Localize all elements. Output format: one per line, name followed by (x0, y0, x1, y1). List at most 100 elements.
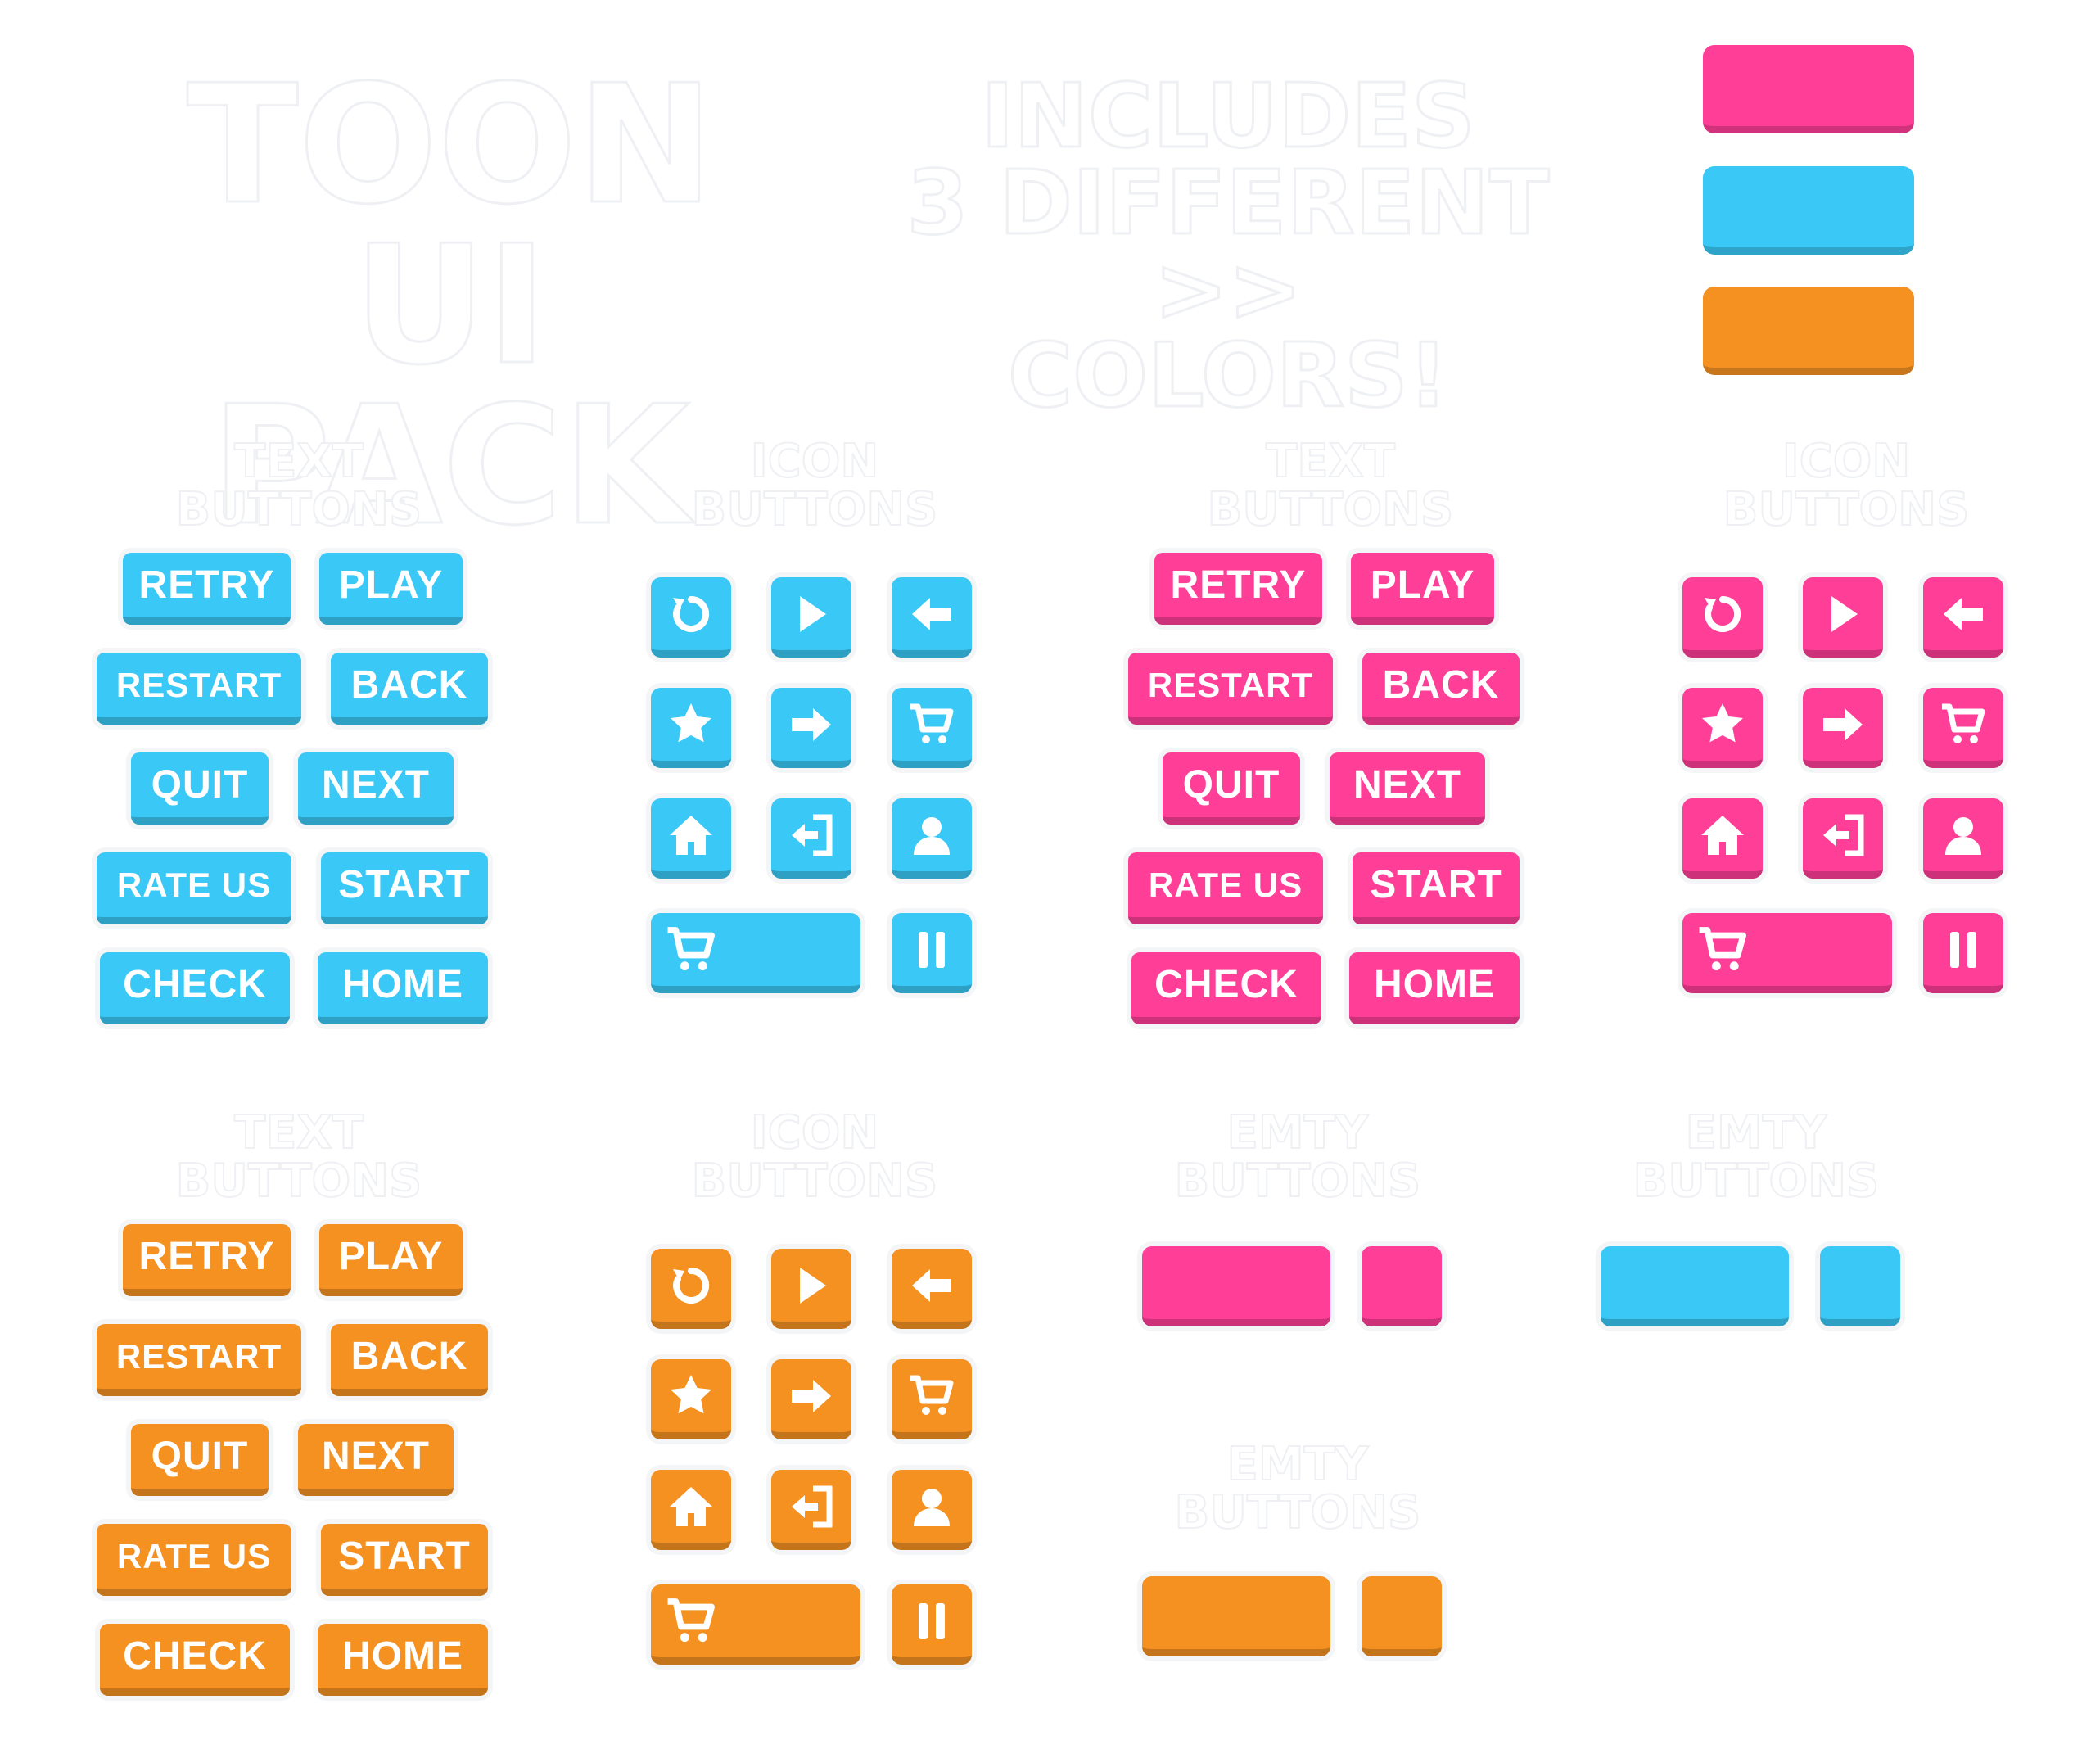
retry-button[interactable]: RETRY (1154, 553, 1322, 625)
empty-square-button-orange[interactable] (1362, 1576, 1442, 1656)
section-title-line: BUTTONS (1174, 1154, 1422, 1208)
retry-button[interactable]: RETRY (123, 553, 291, 625)
next-button[interactable]: NEXT (1330, 752, 1485, 825)
star-icon (671, 1374, 711, 1413)
section-title-line: BUTTONS (175, 1154, 423, 1208)
home-icon-button[interactable] (651, 798, 731, 879)
retry-icon-button[interactable] (651, 1249, 731, 1329)
play-button[interactable]: PLAY (1351, 553, 1494, 625)
section-title-line: BUTTONS (1723, 482, 1971, 536)
section-title-line: BUTTONS (691, 482, 939, 536)
empty-wide-button-pink[interactable] (1142, 1246, 1330, 1326)
pause-icon-button[interactable] (892, 1584, 972, 1665)
quit-button[interactable]: QUIT (1163, 752, 1300, 825)
empty-square-button-pink[interactable] (1362, 1246, 1442, 1326)
user-icon-button[interactable] (892, 1470, 972, 1550)
restart-button[interactable]: RESTART (97, 653, 301, 725)
start-button[interactable]: START (321, 852, 488, 924)
star-icon-button[interactable] (651, 1359, 731, 1439)
cart-icon-button[interactable] (892, 688, 972, 768)
cart-icon-button[interactable] (1923, 688, 2003, 768)
start-button[interactable]: START (1353, 852, 1520, 924)
home-icon (670, 1486, 712, 1526)
section-title-line: BUTTONS (1174, 1485, 1422, 1539)
retry-icon-button[interactable] (1682, 577, 1763, 658)
back-button[interactable]: BACK (331, 1324, 488, 1396)
restart-button[interactable]: RESTART (1128, 653, 1333, 725)
back-button[interactable]: BACK (331, 653, 488, 725)
user-icon (1945, 816, 1981, 855)
shop-wide-button[interactable] (1682, 913, 1892, 993)
arrow-left-icon-button[interactable] (1923, 577, 2003, 658)
section-title-line: TEXT (233, 435, 364, 488)
exit-icon-button[interactable] (1803, 798, 1883, 879)
play-button[interactable]: PLAY (319, 553, 463, 625)
retry-icon (673, 595, 710, 632)
section-title-line: EMTY (1226, 1106, 1370, 1159)
home-button[interactable]: HOME (318, 952, 488, 1024)
empty-wide-button-blue[interactable] (1601, 1246, 1789, 1326)
pause-icon-button[interactable] (1923, 913, 2003, 993)
arrow-right-icon-button[interactable] (771, 688, 851, 768)
section-title-pink-empty: EMTY BUTTONS (1126, 1106, 1470, 1208)
star-icon-button[interactable] (1682, 688, 1763, 768)
shop-wide-button[interactable] (651, 1584, 860, 1665)
empty-square-button-blue[interactable] (1820, 1246, 1900, 1326)
section-title-blue-icon: ICON BUTTONS (643, 436, 987, 536)
play-icon (800, 1267, 826, 1304)
includes-text: INCLUDES 3 DIFFERENT >> COLORS! (827, 66, 1629, 422)
retry-icon-button[interactable] (651, 577, 731, 658)
next-button[interactable]: NEXT (298, 1424, 454, 1496)
section-title-line: EMTY (1226, 1438, 1370, 1491)
rate-us-button[interactable]: RATE US (1128, 852, 1323, 924)
section-title-orange-text: TEXT BUTTONS (127, 1108, 471, 1208)
includes-line-1: INCLUDES (980, 66, 1477, 168)
user-icon-button[interactable] (1923, 798, 2003, 879)
check-button[interactable]: CHECK (1131, 952, 1321, 1024)
empty-wide-button-orange[interactable] (1142, 1576, 1330, 1656)
check-button[interactable]: CHECK (100, 952, 290, 1024)
color-swatch-blue (1703, 166, 1914, 255)
play-button[interactable]: PLAY (319, 1224, 463, 1296)
arrow-left-icon-button[interactable] (892, 577, 972, 658)
exit-icon-button[interactable] (771, 798, 851, 879)
arrow-right-icon-button[interactable] (1803, 688, 1883, 768)
home-button[interactable]: HOME (318, 1624, 488, 1696)
home-button[interactable]: HOME (1349, 952, 1520, 1024)
includes-line-2: 3 DIFFERENT >> (905, 151, 1551, 341)
cart-icon-button[interactable] (892, 1359, 972, 1439)
start-button[interactable]: START (321, 1524, 488, 1596)
rate-us-button[interactable]: RATE US (97, 852, 291, 924)
title-line-1: TOON (186, 50, 716, 241)
arrow-right-icon (1823, 707, 1863, 741)
color-swatch-pink (1703, 45, 1914, 133)
arrow-right-icon (792, 707, 831, 741)
arrow-left-icon-button[interactable] (892, 1249, 972, 1329)
home-icon-button[interactable] (1682, 798, 1763, 879)
arrow-left-icon (1944, 597, 1983, 630)
quit-button[interactable]: QUIT (131, 752, 269, 825)
star-icon-button[interactable] (651, 688, 731, 768)
section-title-line: ICON (750, 1106, 879, 1159)
back-button[interactable]: BACK (1362, 653, 1520, 725)
exit-icon-button[interactable] (771, 1470, 851, 1550)
pause-icon (919, 931, 945, 968)
arrow-right-icon-button[interactable] (771, 1359, 851, 1439)
section-title-line: BUTTONS (1207, 482, 1455, 536)
check-button[interactable]: CHECK (100, 1624, 290, 1696)
play-icon-button[interactable] (771, 577, 851, 658)
user-icon-button[interactable] (892, 798, 972, 879)
rate-us-button[interactable]: RATE US (97, 1524, 291, 1596)
home-icon (1701, 815, 1744, 855)
play-icon-button[interactable] (1803, 577, 1883, 658)
star-icon (1702, 703, 1743, 742)
shop-wide-button[interactable] (651, 913, 860, 993)
quit-button[interactable]: QUIT (131, 1424, 269, 1496)
home-icon-button[interactable] (651, 1470, 731, 1550)
cart-icon (1699, 926, 1746, 970)
play-icon-button[interactable] (771, 1249, 851, 1329)
restart-button[interactable]: RESTART (97, 1324, 301, 1396)
next-button[interactable]: NEXT (298, 752, 454, 825)
pause-icon-button[interactable] (892, 913, 972, 993)
retry-button[interactable]: RETRY (123, 1224, 291, 1296)
